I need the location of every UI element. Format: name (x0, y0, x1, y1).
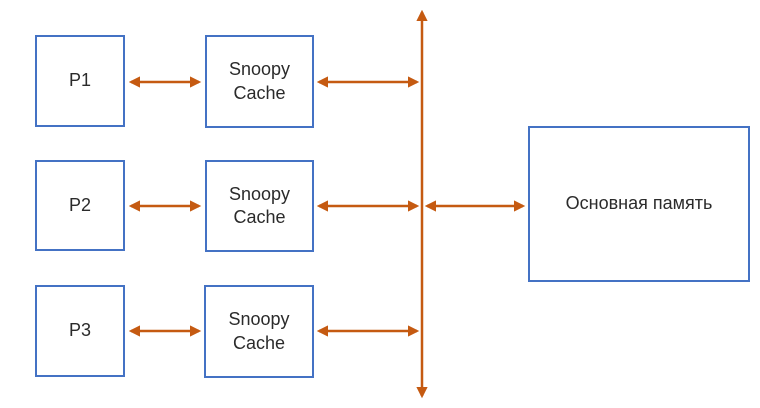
processor-box-p3: P3 (35, 285, 125, 377)
processor-box-p1: P1 (35, 35, 125, 127)
snoopy-cache-label-3: Snoopy Cache (228, 309, 290, 353)
main-memory-label: Основная память (565, 193, 713, 214)
processor-label-p1: P1 (68, 70, 92, 91)
snoopy-cache-box-3: Snoopy Cache (204, 285, 314, 378)
main-memory-box: Основная память (528, 126, 750, 282)
processor-box-p2: P2 (35, 160, 125, 251)
snoopy-cache-box-1: Snoopy Cache (205, 35, 314, 128)
processor-label-p2: P2 (68, 194, 92, 215)
snoopy-cache-label-2: Snoopy Cache (228, 183, 291, 227)
snoopy-cache-box-2: Snoopy Cache (205, 160, 314, 252)
processor-label-p3: P3 (68, 320, 92, 341)
snoopy-cache-label-1: Snoopy Cache (228, 59, 291, 103)
